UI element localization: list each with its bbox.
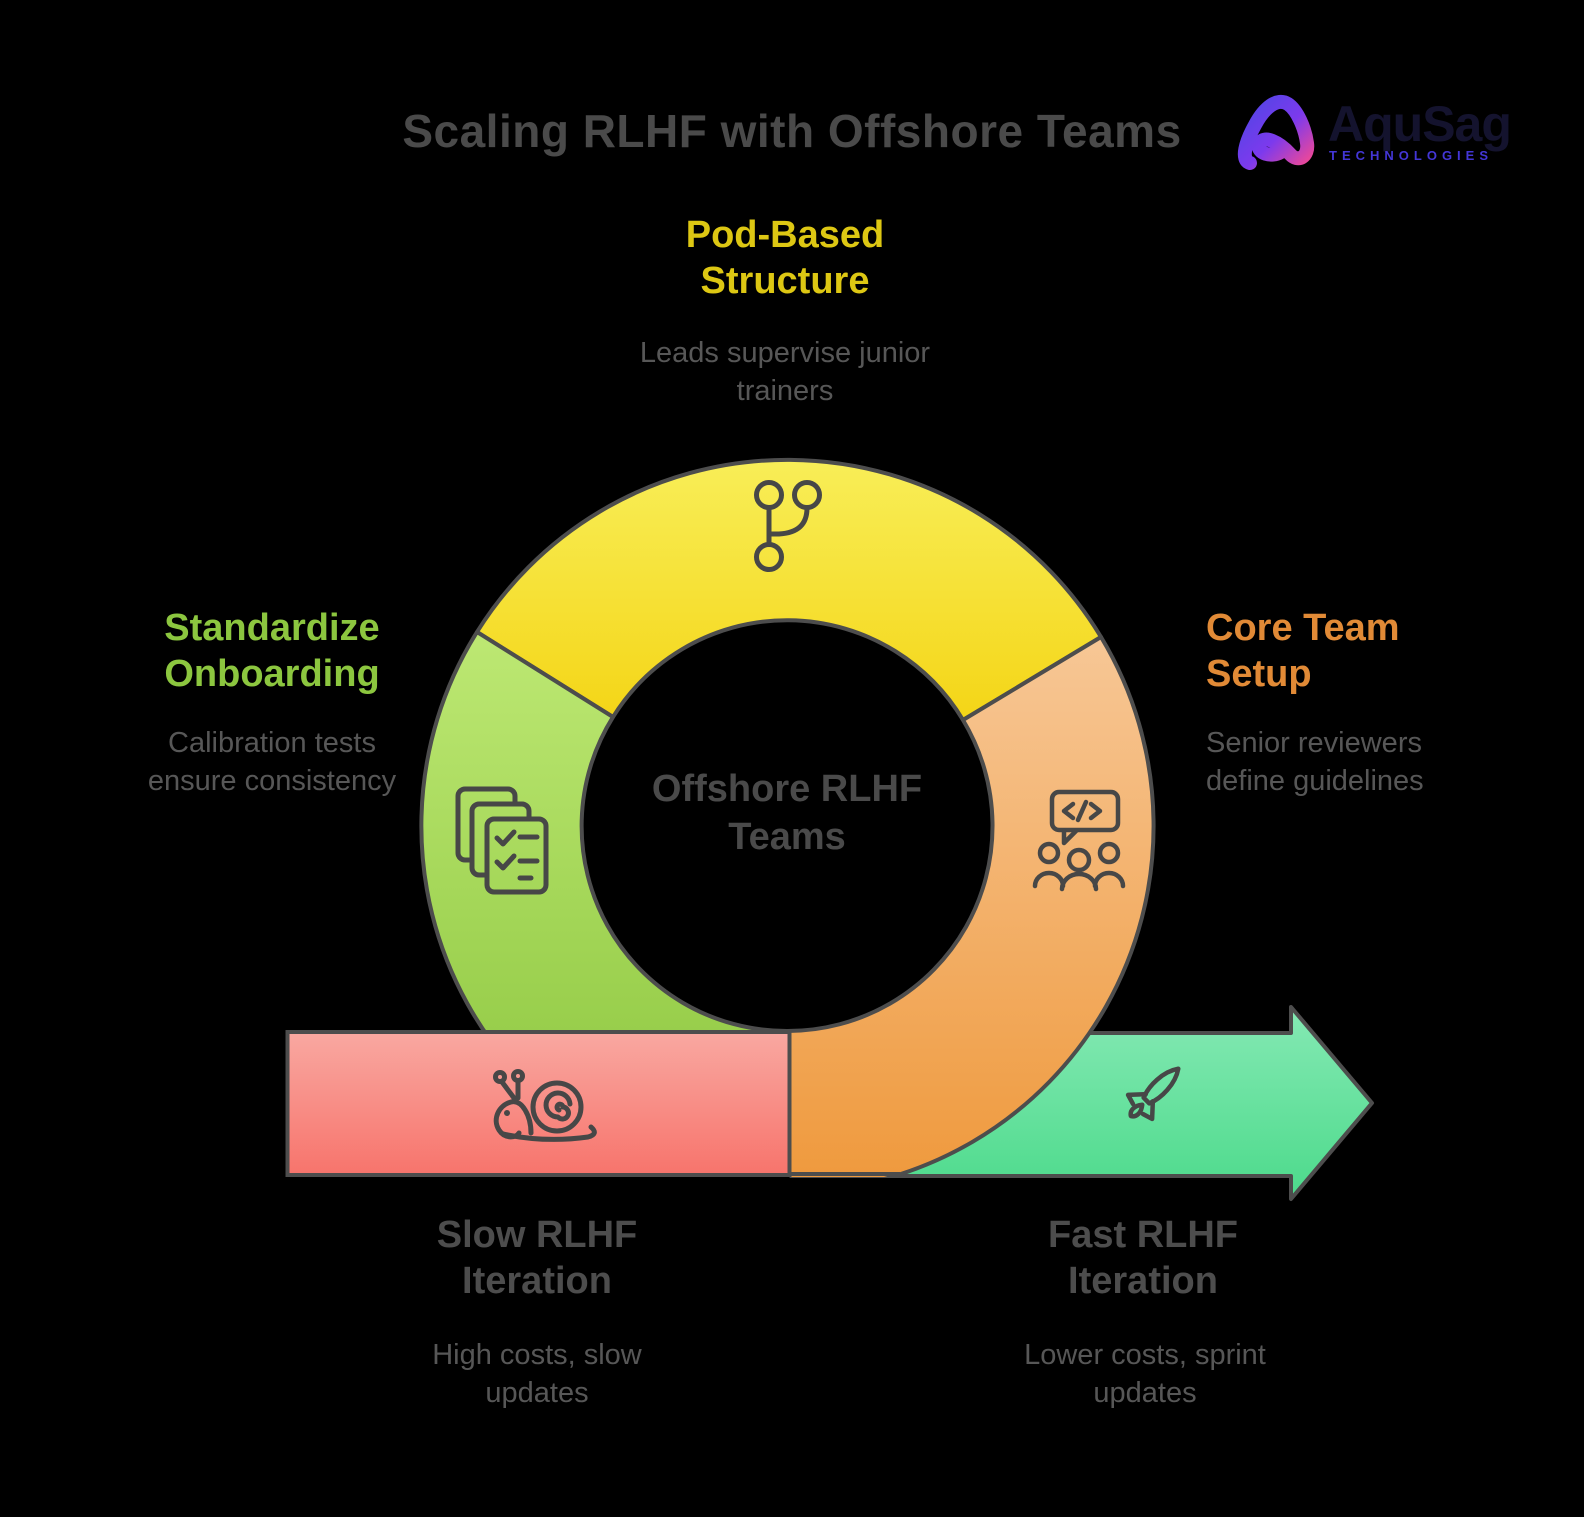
logo-name: AquSag bbox=[1328, 96, 1512, 152]
center-label: Offshore RLHF Teams bbox=[651, 768, 923, 858]
page-title: Scaling RLHF with Offshore Teams bbox=[402, 105, 1182, 157]
node-top-title: Pod-Based Structure bbox=[685, 214, 885, 303]
node-left-title: Standardize Onboarding bbox=[164, 607, 380, 696]
git-branch-icon bbox=[754, 480, 822, 572]
segment-orange bbox=[785, 635, 1156, 1177]
node-left-desc: Calibration tests ensure consistency bbox=[147, 727, 397, 798]
node-bottom-left-title: Slow RLHF Iteration bbox=[436, 1214, 638, 1303]
slow-bar-shape bbox=[285, 1030, 792, 1177]
rocket-icon bbox=[1125, 1066, 1181, 1122]
node-right-title: Core Team Setup bbox=[1206, 607, 1400, 696]
checklist-icon bbox=[455, 786, 549, 895]
node-right-desc: Senior reviewers define guidelines bbox=[1206, 727, 1424, 798]
node-bottom-left-desc: High costs, slow updates bbox=[432, 1339, 642, 1410]
snail-icon bbox=[493, 1069, 597, 1142]
node-top-desc: Leads supervise junior trainers bbox=[639, 337, 931, 408]
logo-mark bbox=[1237, 94, 1315, 170]
segment-yellow bbox=[475, 457, 1103, 722]
team-code-icon bbox=[1032, 789, 1126, 892]
node-bottom-right-desc: Lower costs, sprint updates bbox=[1024, 1339, 1266, 1410]
node-bottom-right-title: Fast RLHF Iteration bbox=[1048, 1214, 1238, 1303]
logo-subtitle: TECHNOLOGIES bbox=[1329, 148, 1494, 163]
